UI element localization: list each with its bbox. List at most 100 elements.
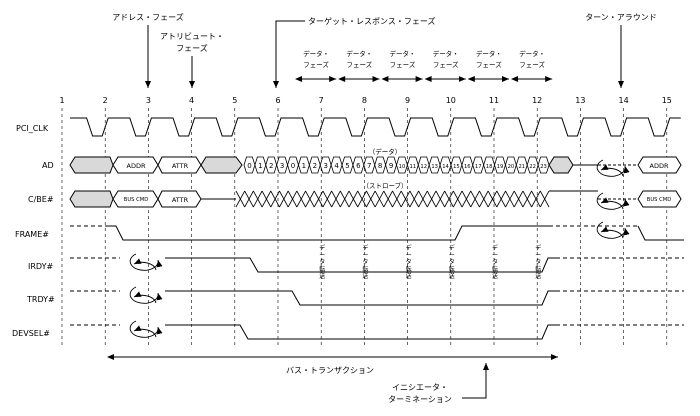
data-transfer-char-2-4: 送	[406, 272, 412, 280]
frame-waveform	[70, 225, 684, 241]
data-transfer-char-4-0: デ	[492, 244, 498, 252]
data-phase-label-b-5: フェーズ	[519, 60, 545, 69]
data-phase-label-b-2: フェーズ	[390, 60, 416, 69]
ad-data-digit-11: 7	[367, 162, 371, 170]
data-transfer-char-5-0: デ	[535, 244, 541, 252]
strobe-cross-b-22	[426, 190, 437, 208]
ad-idle-segment-1	[69, 156, 114, 174]
tick-label-6: 6	[275, 96, 280, 105]
strobe-cross-b-23	[435, 190, 446, 208]
ad-data-digit-19: 15	[453, 164, 460, 170]
strobe-cross-b-7	[296, 190, 306, 208]
cbe-buscmd2-segment	[637, 190, 682, 208]
irdy-handover-b	[133, 258, 157, 271]
data-phase-label-b-0: フェーズ	[303, 60, 329, 69]
trdy-handover-a	[129, 286, 163, 304]
address-phase-label: アドレス・フェーズ	[112, 12, 184, 22]
ad-data-digit-8: 4	[334, 162, 339, 170]
data-transfer-char-4-3: 転	[492, 265, 498, 273]
attribute-phase-label-1: アトリビュート・	[160, 32, 224, 41]
data-transfer-char-3-0: デ	[449, 244, 455, 252]
trdy-waveform	[70, 290, 684, 306]
ad-idle-segment-2	[200, 156, 243, 174]
strobe-cross-b-35	[539, 190, 550, 208]
tick-label-8: 8	[362, 96, 367, 105]
data-transfer-char-5-4: 送	[535, 272, 541, 280]
tick-label-15: 15	[662, 96, 672, 105]
strobe-cross-b-32	[513, 190, 524, 208]
strobe-cross-b-34	[531, 190, 541, 208]
initiator-termination-label-1: イニシエータ・	[392, 383, 448, 392]
cbe-turnaround-a	[596, 192, 630, 210]
tick-label-11: 11	[489, 96, 499, 105]
strobe-cross-b-12	[339, 190, 350, 208]
data-transfer-char-2-0: デ	[406, 244, 412, 252]
signal-name-irdy: IRDY#	[28, 262, 54, 271]
signal-name-pci-clk: PCI_CLK	[16, 124, 49, 133]
attribute-phase-label-2: フェーズ	[176, 43, 208, 53]
strobe-cross-b-9	[313, 190, 324, 208]
data-transfer-char-4-4: 送	[492, 272, 498, 280]
devsel-handover-b	[133, 325, 157, 338]
bus-transaction-label: バス・トランザクション	[286, 366, 374, 375]
initiator-termination-arrow	[462, 363, 489, 399]
data-transfer-char-2-2: タ	[406, 258, 412, 266]
target-response-phase-label: ターゲット・レスポンス・フェーズ	[308, 16, 435, 26]
ad-turnaround-b	[600, 164, 624, 177]
tick-label-7: 7	[319, 96, 324, 105]
tick-label-9: 9	[405, 96, 410, 105]
data-phase-label-a-2: データ・	[390, 49, 416, 58]
ad-data-digit-27: 23	[540, 164, 547, 170]
ad-data-digit-12: 8	[378, 162, 382, 170]
strobe-cross-b-18	[392, 190, 402, 208]
data-transfer-char-1-4: 送	[362, 272, 368, 280]
strobe-cross-b-0	[235, 190, 246, 208]
ad-addr2-label: ADDR	[650, 162, 669, 170]
cbe-buscmd-label: BUS CMD	[124, 197, 148, 203]
irdy-waveform	[70, 257, 684, 273]
data-transfer-char-3-4: 送	[449, 272, 455, 280]
signal-name-frame: FRAME#	[15, 230, 49, 239]
data-transfer-char-0-4: 送	[319, 272, 325, 280]
data-transfer-char-3-2: タ	[449, 258, 455, 266]
data-phase-label-b-1: フェーズ	[346, 60, 372, 69]
strobe-cross-b-28	[479, 190, 489, 208]
frame-turnaround-b	[600, 226, 624, 239]
data-transfer-char-1-1: ー	[362, 252, 368, 259]
devsel-handover-a	[129, 320, 163, 338]
signal-name-devsel: DEVSEL#	[12, 329, 50, 338]
ad-data-digit-14: 10	[399, 164, 406, 170]
ad-data-digit-18: 14	[442, 164, 449, 170]
ad-idle-segment-3	[548, 156, 574, 174]
clock-guide-lines	[61, 108, 668, 348]
ad-data-digit-6: 2	[313, 162, 317, 170]
data-transfer-char-2-3: 転	[406, 265, 412, 273]
data-transfer-char-1-0: デ	[362, 244, 368, 252]
strobe-cross-b-31	[505, 190, 515, 208]
strobe-cross-b-2	[253, 190, 263, 208]
strobe-cross-b-26	[461, 190, 472, 208]
strobe-cross-b-6	[287, 190, 298, 208]
trdy-handover-b	[133, 291, 157, 304]
strobe-cross-b-5	[279, 190, 289, 208]
strobe-cross-b-33	[522, 190, 532, 208]
data-phase-label-a-4: データ・	[476, 49, 502, 58]
data-phase-label-a-0: データ・	[303, 49, 329, 58]
signal-name-trdy: TRDY#	[26, 295, 55, 304]
data-transfer-char-2-1: ー	[406, 252, 412, 259]
data-phase-labels: データ・フェーズデータ・フェーズデータ・フェーズデータ・フェーズデータ・フェーズ…	[295, 49, 553, 82]
ad-data-digit-20: 16	[464, 164, 471, 170]
strobe-cross-b-16	[374, 190, 385, 208]
cbe-strobe-pattern	[235, 190, 550, 208]
strobe-cross-b-29	[487, 190, 498, 208]
strobe-cross-b-21	[418, 190, 428, 208]
initiator-termination-label-2: ターミネーション	[388, 395, 452, 404]
strobe-cross-b-3	[261, 190, 272, 208]
ad-data-digit-2: 2	[269, 162, 273, 170]
data-transfer-char-1-2: タ	[362, 258, 368, 266]
ad-attr-label: ATTR	[172, 162, 189, 170]
